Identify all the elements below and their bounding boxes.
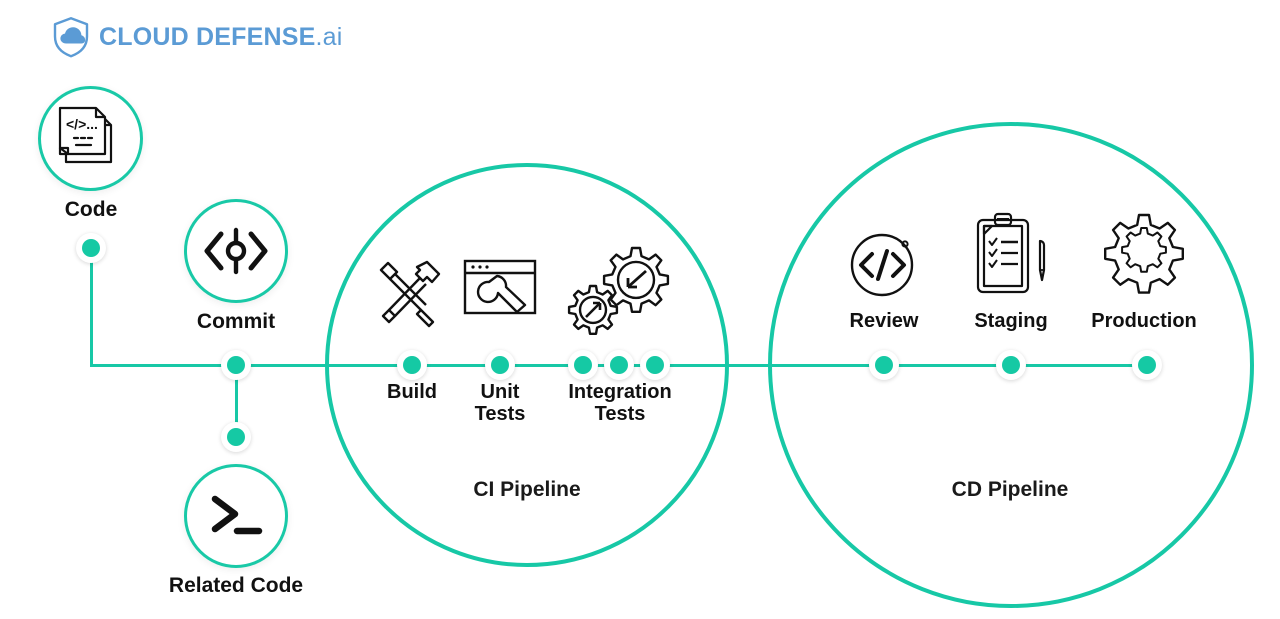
cd-pipeline-caption: CD Pipeline [951,478,1069,501]
stage-label-staging: Staging [974,310,1048,332]
stage-label-unit-tests: Unit Tests [474,381,526,425]
badge-label-commit: Commit [196,310,276,333]
node-staging[interactable] [996,350,1026,380]
badge-code[interactable]: </>... [38,86,143,191]
node-code[interactable] [76,233,106,263]
stage-label-build: Build [387,381,437,403]
terminal-prompt-icon [205,491,267,541]
brand-name-bold: CLOUD DEFENSE [99,22,316,51]
connector-code-vertical [90,248,93,366]
node-related-code[interactable] [221,422,251,452]
badge-commit[interactable] [184,199,288,303]
node-integration-tests-3[interactable] [640,350,670,380]
node-review[interactable] [869,350,899,380]
node-build[interactable] [397,350,427,380]
code-document-icon: </>... [58,104,124,174]
ci-pipeline-caption: CI Pipeline [473,478,581,501]
brand-logo: CLOUD DEFENSE.ai [52,16,343,58]
stage-label-production: Production [1091,310,1197,332]
node-integration-tests-2[interactable] [604,350,634,380]
badge-label-related-code: Related Code [168,574,304,597]
cloud-shield-icon [52,16,90,58]
brand-name-light: .ai [315,22,343,51]
two-gears-arrows-icon [567,242,672,335]
node-production[interactable] [1132,350,1162,380]
hammer-screwdriver-icon [371,258,449,330]
git-commit-icon [199,224,273,278]
node-integration-tests-1[interactable] [568,350,598,380]
svg-text:</>...: </>... [66,116,98,132]
connector-related-code-vertical [235,365,238,437]
browser-wrench-icon [462,258,538,320]
gear-icon [1104,213,1184,294]
clipboard-checklist-pen-icon [968,208,1054,300]
stage-label-integration-tests: Integration Tests [568,381,672,425]
node-commit[interactable] [221,350,251,380]
stage-label-review: Review [849,310,919,332]
code-circle-icon [848,228,920,300]
badge-label-code: Code [64,198,118,221]
badge-related-code[interactable] [184,464,288,568]
node-unit-tests[interactable] [485,350,515,380]
brand-wordmark: CLOUD DEFENSE.ai [99,22,343,51]
